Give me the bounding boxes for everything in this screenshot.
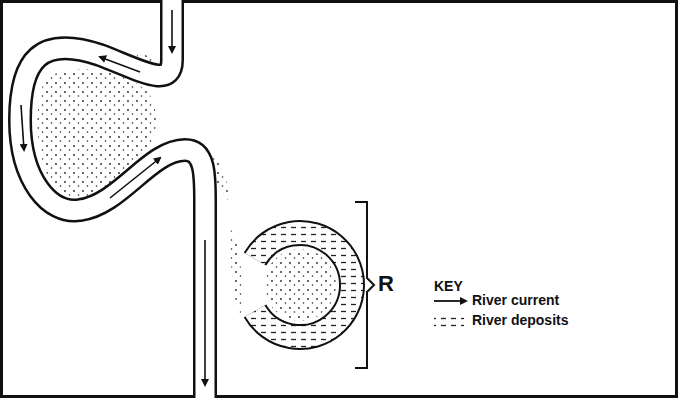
- deposit-key-sample: [434, 315, 464, 327]
- current-key-sample: [434, 300, 466, 302]
- feature-label: R: [378, 272, 394, 296]
- current-arrow: [21, 10, 205, 385]
- scattered-deposit: [228, 225, 242, 320]
- legend-text: River deposits: [472, 313, 568, 328]
- oxbow-deposit: [264, 249, 336, 321]
- river-channel: [20, 0, 205, 398]
- bracket: [355, 202, 374, 368]
- legend-text: River current: [472, 293, 559, 308]
- key-heading: KEY: [434, 279, 463, 294]
- oxbow-lake: [255, 233, 352, 337]
